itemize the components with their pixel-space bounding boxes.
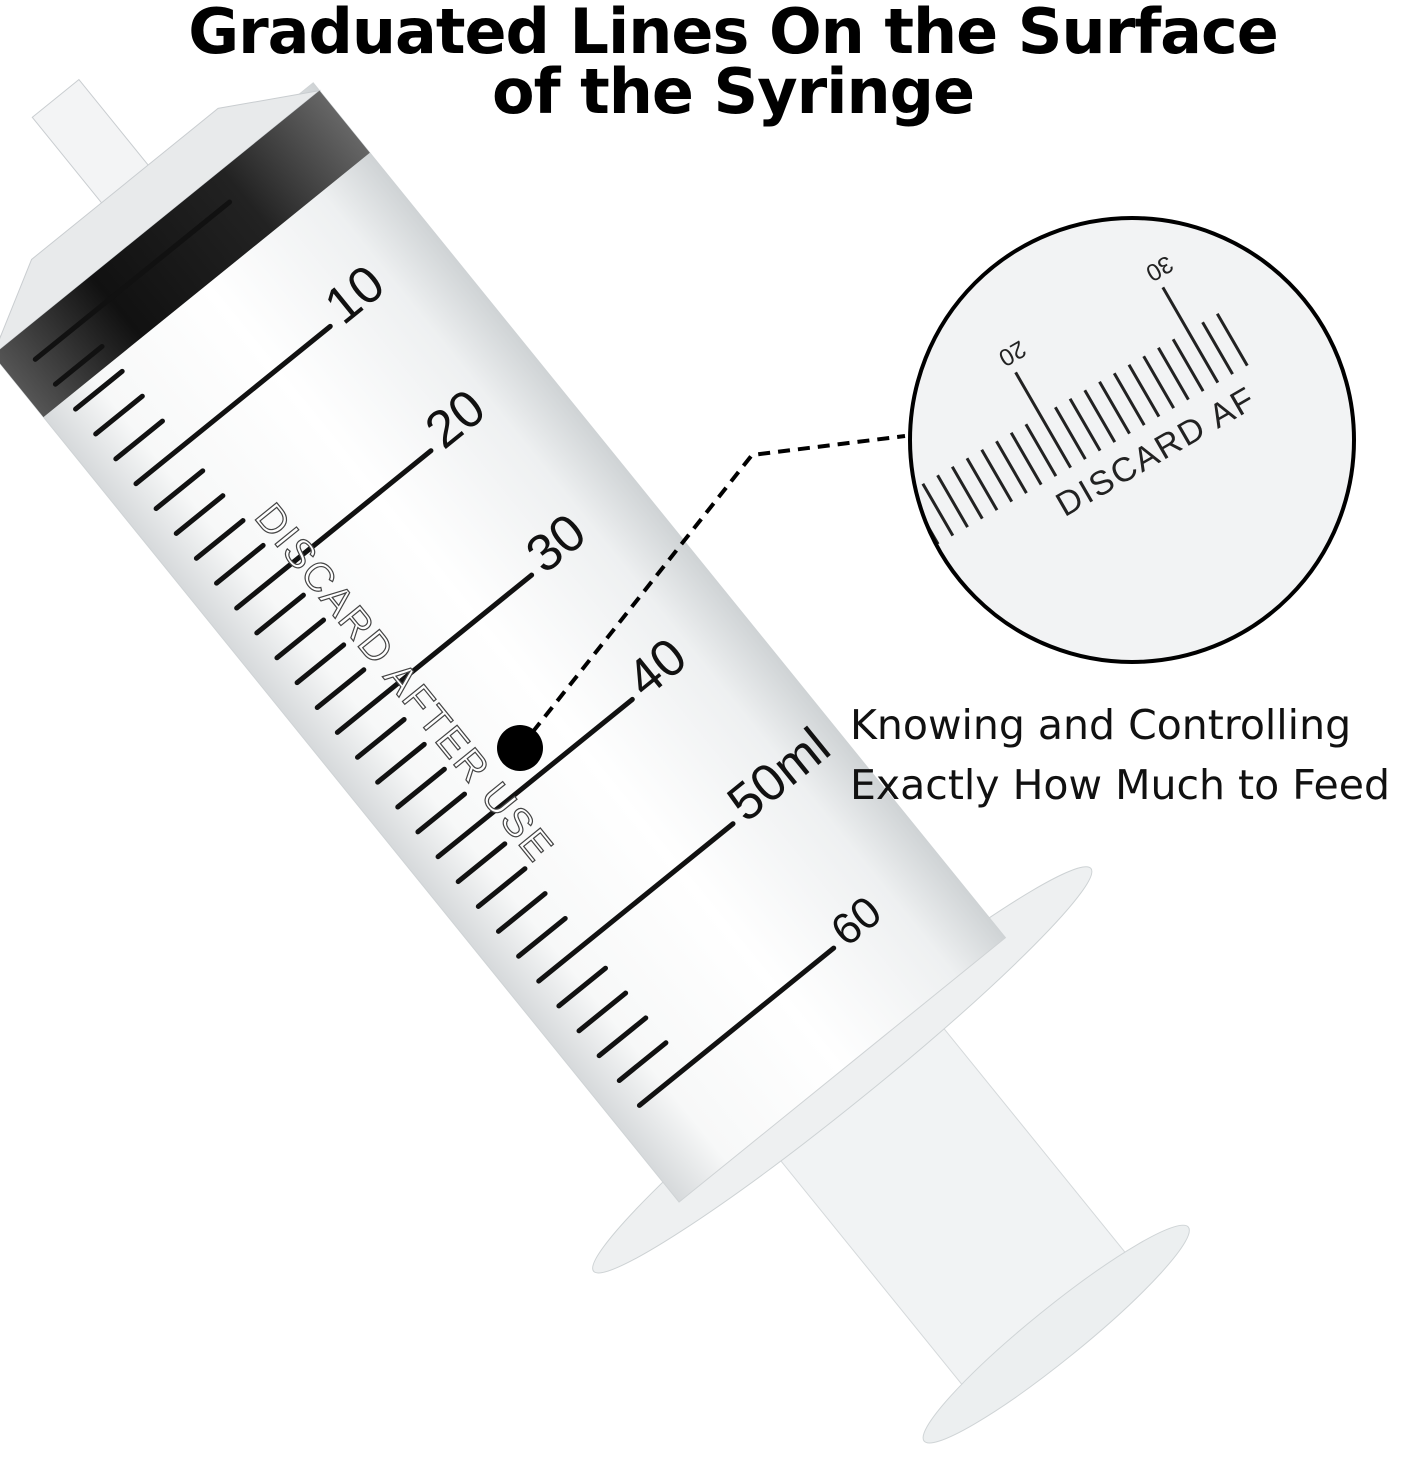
inset-tick [1054, 406, 1087, 460]
inset-tick [1083, 389, 1117, 443]
minor-tick [93, 393, 145, 437]
inset-tick [1157, 346, 1190, 401]
inset-tick [1161, 286, 1220, 384]
inset-tick [1112, 372, 1146, 426]
plunger-thumb-rest [922, 1224, 1190, 1444]
minor-tick [375, 741, 427, 785]
minor-tick [455, 841, 508, 885]
inset-tick [1201, 321, 1234, 375]
inset-tick [1024, 423, 1058, 477]
minor-tick [274, 617, 327, 661]
inset-tick [1127, 363, 1161, 418]
inset-tick [950, 465, 984, 520]
major-tick [435, 696, 635, 860]
minor-tick [556, 965, 609, 1009]
inset-tick [995, 440, 1028, 494]
major-tick [636, 945, 837, 1108]
minor-tick [576, 990, 629, 1034]
page-title: Graduated Lines On the Surface of the Sy… [0, 0, 1413, 128]
caption-line-1: Knowing and Controlling [850, 701, 1352, 749]
inset-tick [1014, 371, 1072, 469]
minor-tick [616, 1040, 669, 1084]
inset-tick [1215, 312, 1249, 367]
minor-tick [173, 493, 226, 536]
minor-tick [254, 592, 306, 636]
minor-tick [52, 343, 105, 387]
inset-tick [1098, 380, 1131, 435]
minor-tick [495, 891, 548, 934]
minor-tick [73, 368, 125, 412]
minor-tick [596, 1015, 649, 1059]
inset-tick [1171, 338, 1205, 392]
inset-tick [936, 474, 969, 528]
inset-tick [1142, 355, 1175, 409]
inset-tick [965, 457, 999, 511]
minor-tick [113, 418, 165, 462]
minor-tick [294, 642, 347, 686]
caption-line-2: Exactly How Much to Feed [850, 761, 1391, 809]
major-tick [133, 323, 333, 487]
caption: Knowing and Controlling Exactly How Much… [850, 695, 1413, 815]
callout-dot [497, 725, 543, 771]
minor-tick [193, 518, 246, 561]
minor-tick [214, 542, 266, 586]
syringe: 10 20 30 40 50ml 60 DISCARD AFTER USE [0, 78, 1190, 1444]
rubber-stopper [0, 90, 370, 418]
minor-tick [314, 667, 367, 711]
inset-tick [980, 448, 1014, 503]
major-tick [32, 199, 233, 362]
title-line-1: Graduated Lines On the Surface [188, 0, 1279, 68]
major-tick [234, 448, 434, 611]
major-tick [334, 572, 535, 735]
minor-tick [153, 468, 206, 512]
minor-tick [516, 915, 568, 959]
minor-tick [475, 866, 528, 909]
inset-tick [1068, 397, 1102, 452]
inset-tick [1009, 431, 1043, 486]
inset-tick [921, 482, 955, 537]
minor-tick [395, 766, 447, 810]
callout-line [518, 434, 906, 750]
minor-tick [415, 791, 468, 835]
major-tick [536, 821, 736, 984]
title-line-2: of the Syringe [491, 55, 975, 128]
minor-tick [354, 717, 407, 760]
